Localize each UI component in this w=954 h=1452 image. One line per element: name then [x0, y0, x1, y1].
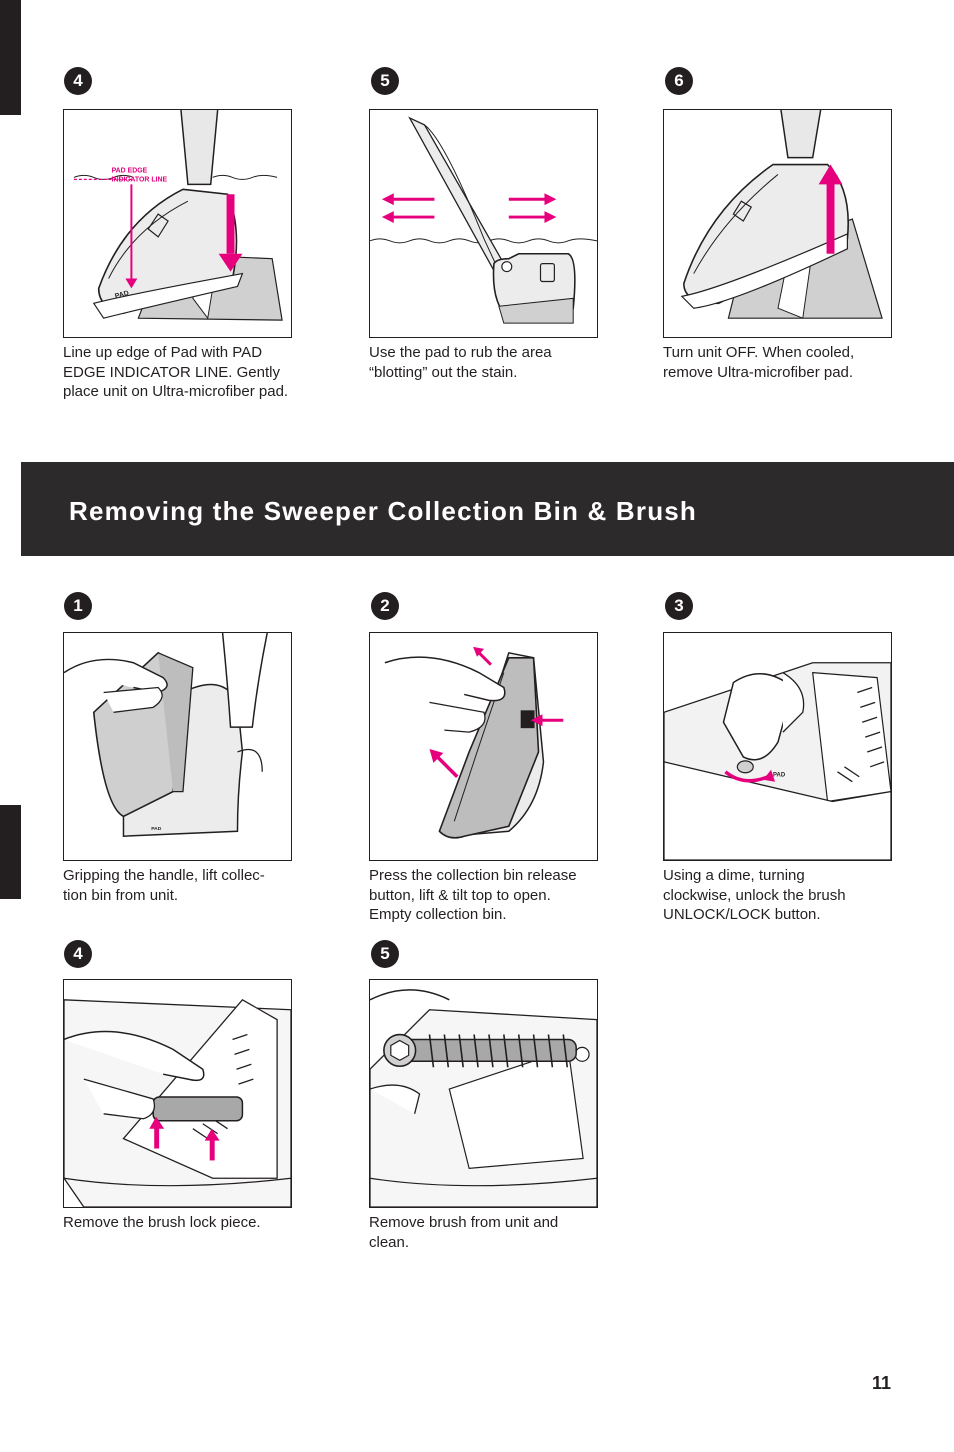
pad-edge-label: PAD EDGE — [112, 167, 148, 174]
step-caption: Turn unit OFF. When cooled, remove Ultra… — [663, 344, 855, 381]
section-header-bar: Removing the Sweeper Collection Bin & Br… — [21, 462, 954, 556]
step-number-badge: 5 — [371, 940, 399, 968]
page-number: 11 — [872, 1373, 892, 1393]
pad-label: PAD — [773, 773, 786, 779]
step-number-badge: 4 — [64, 67, 92, 95]
step-illustration — [369, 109, 598, 338]
step-illustration: PAD — [63, 632, 292, 861]
step-number-badge: 2 — [371, 592, 399, 620]
steam-mop-lift-illustration — [680, 110, 883, 319]
step-number-badge: 4 — [64, 940, 92, 968]
steam-mop-rubbing-illustration — [370, 116, 597, 324]
side-tab-middle — [0, 805, 21, 899]
step-caption: Gripping the handle, lift collec- tion b… — [63, 867, 265, 904]
step-caption: Using a dime, turning clockwise, unlock … — [663, 867, 846, 923]
step-number-badge: 6 — [665, 67, 693, 95]
remove-brush-illustration — [370, 989, 597, 1207]
step-number-badge: 3 — [665, 592, 693, 620]
step-number-badge: 1 — [64, 592, 92, 620]
step-illustration: PAD EDGE INDICATOR LINE PAD — [63, 109, 292, 338]
side-tab-top — [0, 0, 21, 115]
step-number-badge: 5 — [371, 67, 399, 95]
step-caption: Use the pad to rub the area “blotting” o… — [369, 344, 552, 381]
step-caption: Remove the brush lock piece. — [63, 1214, 261, 1231]
step-caption: Line up edge of Pad with PAD EDGE INDICA… — [63, 344, 289, 400]
indicator-line-label: INDICATOR LINE — [112, 176, 168, 183]
step-illustration: PAD — [663, 632, 892, 861]
step-illustration — [663, 109, 892, 338]
step-illustration — [63, 979, 292, 1208]
remove-brush-lock-illustration — [64, 999, 291, 1207]
pad-label: PAD — [151, 826, 161, 832]
section-title: Removing the Sweeper Collection Bin & Br… — [69, 496, 698, 526]
open-collection-bin-illustration — [384, 646, 564, 839]
unlock-brush-button-illustration: PAD — [664, 662, 891, 860]
steam-mop-pad-alignment-illustration: PAD EDGE INDICATOR LINE PAD — [73, 110, 283, 321]
step-illustration — [369, 979, 598, 1208]
step-caption: Remove brush from unit and clean. — [369, 1214, 559, 1251]
step-illustration — [369, 632, 598, 861]
step-caption: Press the collection bin release button,… — [369, 867, 577, 923]
pad-label: PAD — [114, 290, 129, 300]
lift-collection-bin-illustration: PAD — [64, 633, 268, 837]
